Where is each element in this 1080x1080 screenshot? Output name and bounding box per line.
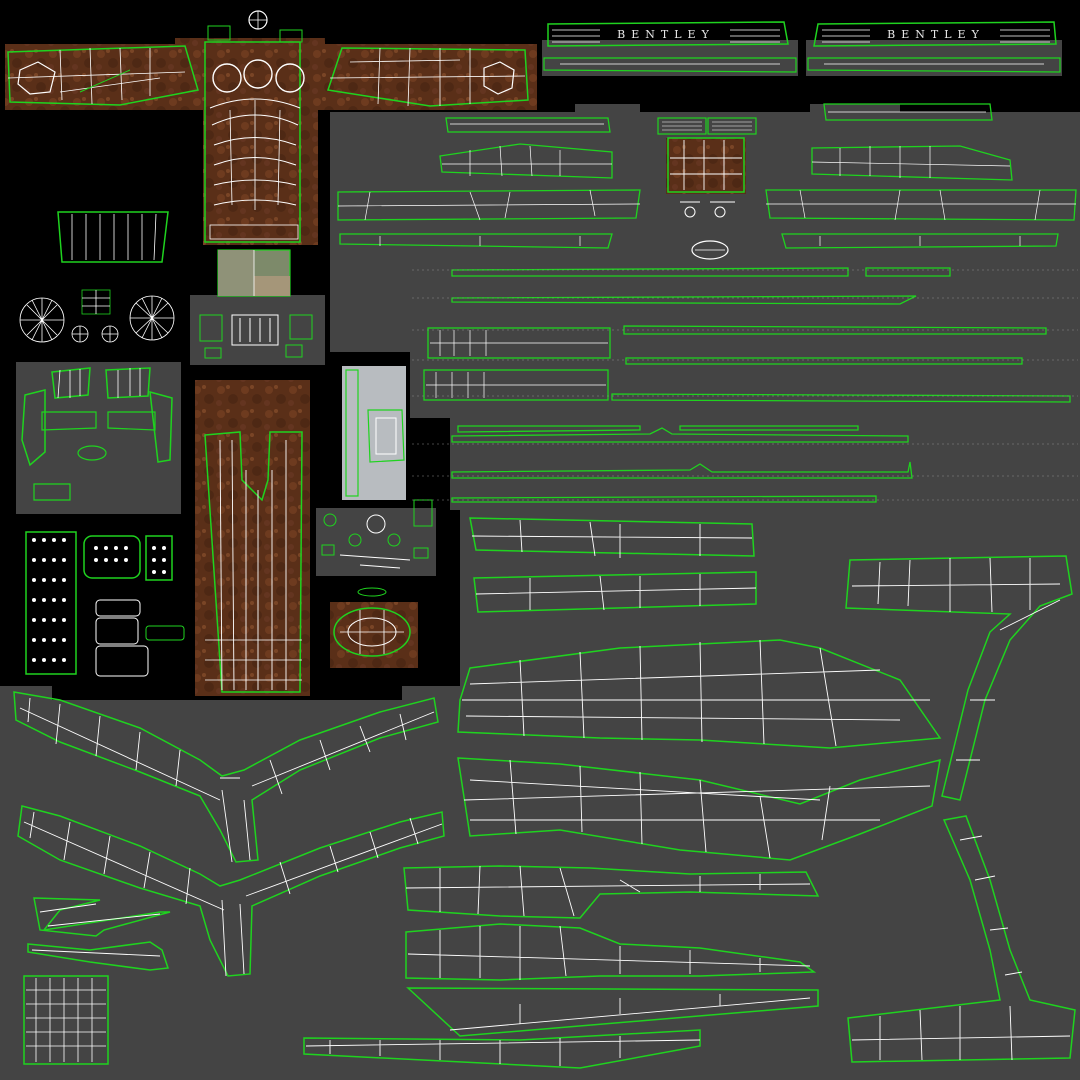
dash-arm-upper [13, 691, 439, 863]
badge-right-text: BENTLEY [887, 28, 985, 41]
seat-bolster-parts [21, 367, 173, 501]
leather-islands [5, 38, 746, 696]
vent-grille [57, 211, 169, 263]
door-handle-piece [342, 366, 406, 500]
photo-thumbnail [217, 249, 291, 297]
wheel-discs [19, 289, 175, 343]
grid-patch [23, 975, 109, 1065]
badge-right: BENTLEY [807, 21, 1061, 73]
small-hooks [27, 897, 171, 971]
door-panels-lower [303, 865, 820, 1069]
gray-panels [0, 40, 1080, 1080]
badge-left-text: BENTLEY [617, 28, 715, 41]
center-grille-island [657, 117, 757, 260]
dashboard-wing-right [327, 47, 529, 107]
trim-strips [337, 103, 1077, 503]
large-panels [457, 517, 1076, 1063]
dash-arm-lower [17, 805, 445, 977]
dashboard-wing-left [7, 45, 199, 106]
pedal-plates [25, 531, 185, 677]
cup-holder-oval [333, 587, 411, 657]
switch-panel [199, 314, 313, 359]
center-console-island [204, 10, 305, 243]
badge-left: BENTLEY [543, 21, 797, 73]
transmission-tunnel [204, 431, 303, 693]
